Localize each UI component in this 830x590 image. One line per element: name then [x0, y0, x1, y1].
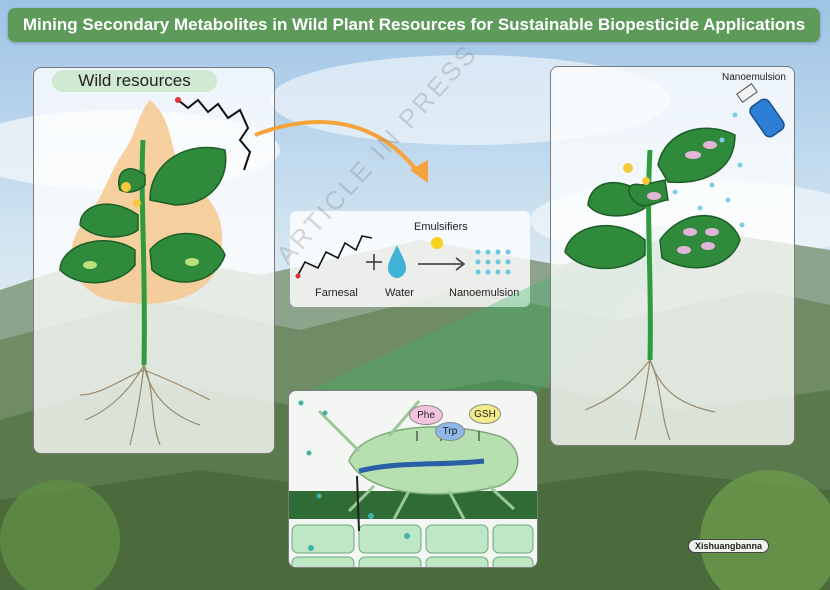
- phe-bubble: Phe: [409, 405, 443, 425]
- aphid: [185, 258, 199, 266]
- nanoemulsion-label: Nanoemulsion: [722, 72, 786, 83]
- farnesal-label: Farnesal: [315, 287, 358, 299]
- emulsifiers-label: Emulsifiers: [414, 221, 468, 233]
- plus-sign: [366, 254, 382, 270]
- extraction-arrow-head: [410, 160, 428, 183]
- dead-aphids: [647, 141, 719, 254]
- nanoemulsion-particles: [298, 400, 410, 551]
- nanoemulsion-product-label: Nanoemulsion: [449, 287, 520, 299]
- aldehyde-oxygen: [295, 273, 301, 279]
- location-badge: Xishuangbanna: [688, 539, 770, 553]
- wild-resources-label: Wild resources: [52, 70, 217, 92]
- flower: [133, 199, 141, 207]
- aphid-stylet: [356, 475, 360, 532]
- plant-roots: [79, 364, 211, 446]
- leaf-cells: [291, 524, 534, 567]
- aphid-body: [348, 426, 519, 495]
- extraction-arrow: [254, 120, 422, 177]
- aphid-mechanism-illustration: [289, 400, 537, 567]
- flower: [121, 182, 131, 192]
- leaf-surface: [289, 491, 537, 519]
- farnesal-molecule: [177, 98, 252, 171]
- plant-leaves: [59, 146, 227, 284]
- diagram-title: Mining Secondary Metabolites in Wild Pla…: [8, 8, 820, 42]
- reaction-arrow-head: [455, 257, 466, 271]
- water-label: Water: [385, 287, 414, 299]
- spray-droplets: [672, 112, 745, 228]
- gsh-bubble: GSH: [469, 404, 501, 424]
- water-droplet-icon: [388, 245, 406, 278]
- flower: [623, 163, 633, 173]
- trp-bubble: Trp: [435, 422, 465, 441]
- flower: [642, 177, 650, 185]
- plant-roots: [584, 359, 716, 441]
- farnesal-molecule-small: [297, 235, 373, 276]
- aphid: [83, 261, 97, 269]
- formulation-panel: [290, 211, 530, 307]
- plant-stem: [139, 139, 147, 366]
- spray-bottle-icon: [736, 83, 785, 138]
- nanoemulsion-dots: [475, 249, 511, 275]
- mechanism-panel: Phe Trp GSH: [288, 390, 538, 568]
- aphid-gut: [358, 458, 485, 474]
- aldehyde-oxygen: [175, 97, 181, 103]
- plant-stem: [646, 149, 653, 361]
- emulsifier-icon: [431, 237, 443, 249]
